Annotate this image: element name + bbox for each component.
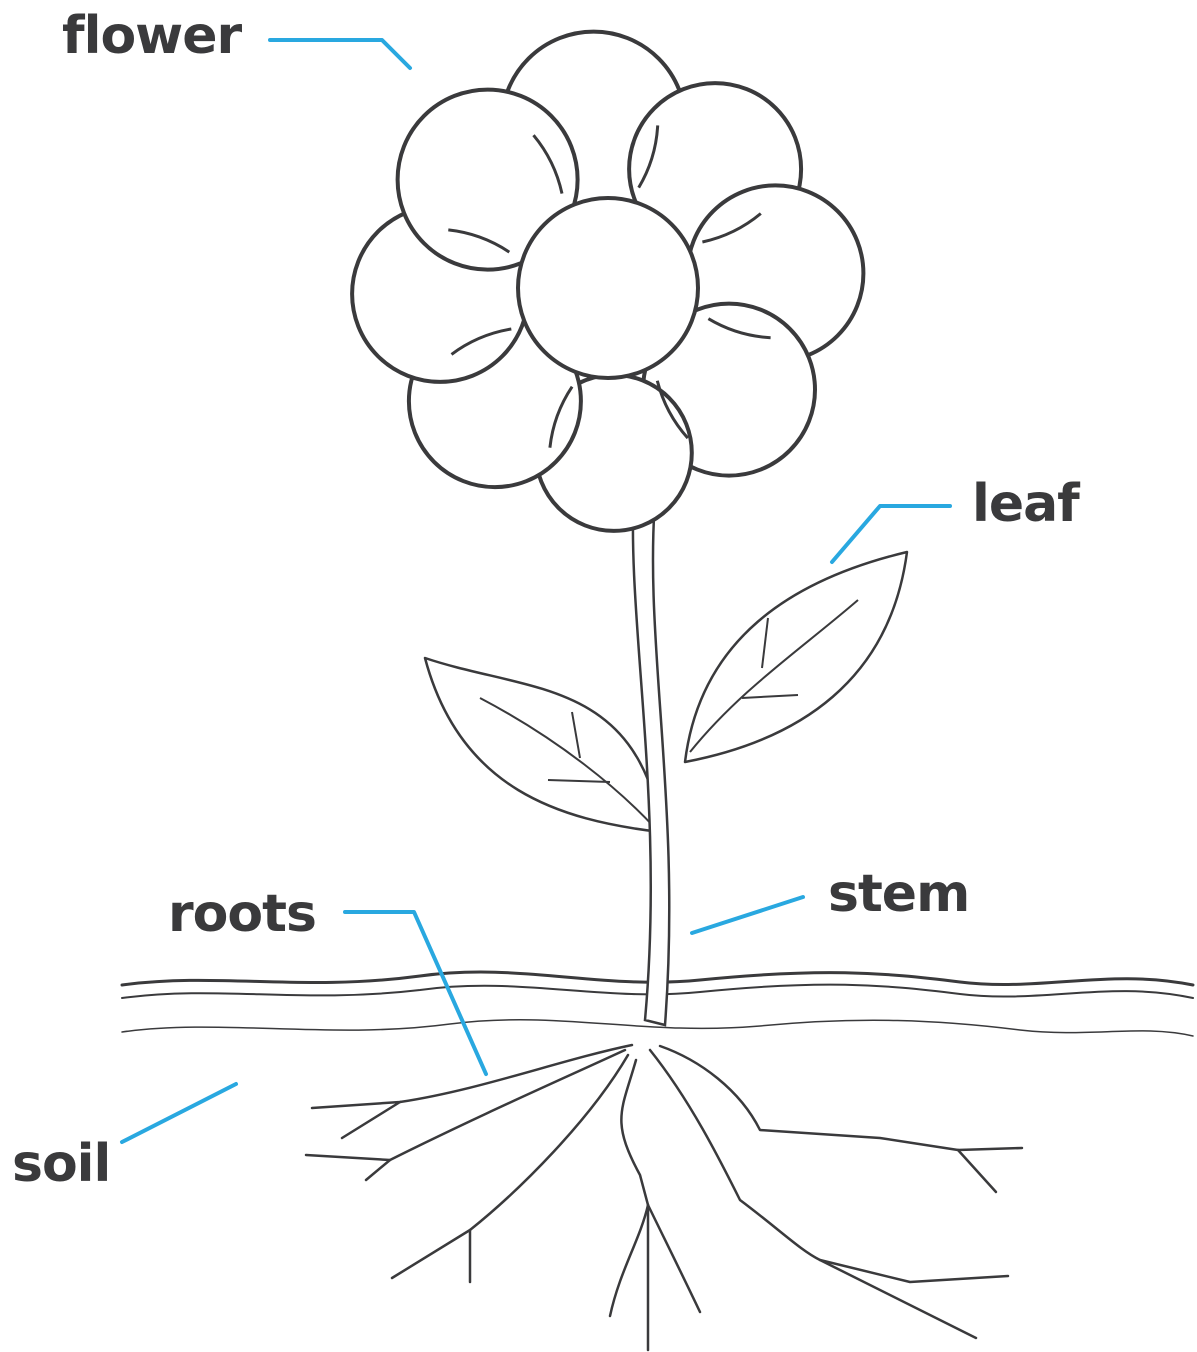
- leaf-right: [685, 552, 907, 762]
- stem-leader: [692, 897, 803, 933]
- soil-label: soil: [12, 1138, 110, 1190]
- stem-label: stem: [828, 868, 969, 920]
- leaf-label: leaf: [972, 478, 1079, 530]
- roots-shape: [306, 1045, 1022, 1350]
- flower-leader: [270, 40, 410, 68]
- stem-shape: [633, 488, 669, 1025]
- leaf-left: [425, 658, 660, 832]
- leaf-leader: [832, 506, 950, 562]
- flower-center: [518, 198, 698, 378]
- flower-label: flower: [62, 10, 241, 62]
- roots-label: roots: [168, 888, 316, 940]
- roots-leader: [345, 912, 486, 1074]
- soil-leader: [122, 1084, 236, 1142]
